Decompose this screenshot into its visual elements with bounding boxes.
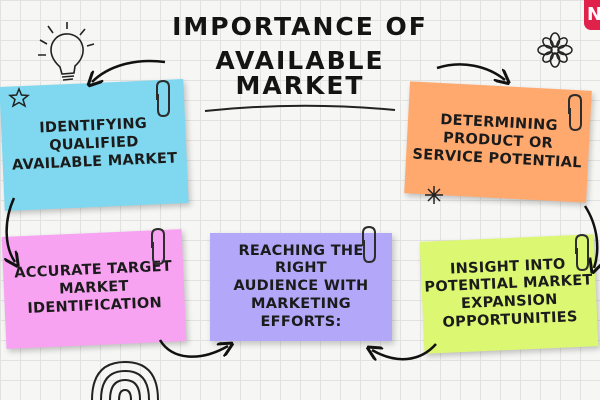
- arrow-title-to-note2: [436, 63, 505, 80]
- title-underline: [204, 104, 396, 112]
- arrow-title-to-note1: [92, 59, 166, 82]
- star-doodle: [425, 186, 443, 204]
- paper-clip-icon: [151, 227, 165, 266]
- paper-clip-icon: [156, 79, 170, 118]
- lightbulb-doodle: [38, 22, 95, 81]
- arrow-note3-to-note4: [158, 339, 228, 358]
- rainbow-doodle: [91, 360, 159, 400]
- flower-doodle: [537, 32, 573, 68]
- arrow-note2-to-note5: [583, 205, 597, 268]
- paper-clip-icon: [362, 225, 376, 264]
- star-doodle: [8, 87, 30, 108]
- brand-logo: N: [584, 0, 600, 30]
- diagram-title-line-1: IMPORTANCE OF: [172, 12, 428, 41]
- paper-clip-icon: [568, 93, 582, 132]
- diagram-title-line-2: AVAILABLE MARKET: [215, 46, 385, 100]
- note-reaching-right-audience: REACHING THE RIGHT AUDIENCE WITH MARKETI…: [210, 233, 392, 341]
- arrow-note5-to-note4: [372, 343, 437, 359]
- paper-clip-icon: [575, 233, 589, 272]
- arrow-note1-to-note3: [7, 197, 15, 262]
- note-label: REACHING THE RIGHT AUDIENCE WITH MARKETI…: [233, 242, 369, 330]
